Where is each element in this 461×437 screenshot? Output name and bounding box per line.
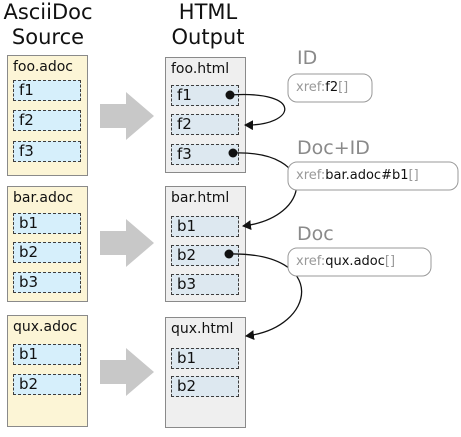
xref-kind-label: Doc+ID <box>297 137 370 159</box>
source-doc-foo: foo.adoc f1 f2 f3 <box>7 55 88 176</box>
conversion-arrow <box>100 219 154 267</box>
xref-link-arrow-doc-id <box>232 152 297 231</box>
output-doc-title: bar.html <box>171 190 230 206</box>
output-heading: HTML Output <box>160 0 256 50</box>
source-doc-title: bar.adoc <box>13 190 74 206</box>
output-fragment: b1 <box>171 348 239 369</box>
xref-macro: xref:bar.adoc#b1[] <box>296 168 419 183</box>
xref-target: f2 <box>325 80 339 95</box>
output-fragment: f3 <box>171 144 239 165</box>
output-heading-line-1: HTML <box>178 0 238 24</box>
output-fragment: b2 <box>171 376 239 397</box>
output-heading-line-2: Output <box>171 25 245 49</box>
source-doc-bar: bar.adoc b1 b2 b3 <box>7 186 88 302</box>
xref-tag-outline <box>287 247 432 277</box>
xref-prefix: xref: <box>296 168 326 183</box>
source-fragment: b1 <box>13 213 81 234</box>
source-fragment: b1 <box>13 344 81 365</box>
xref-macro: xref:qux.adoc[] <box>296 254 395 269</box>
source-fragment: f1 <box>13 80 81 101</box>
conversion-arrow <box>100 92 154 140</box>
source-doc-title: qux.adoc <box>13 319 78 335</box>
source-fragment: b3 <box>13 272 81 293</box>
output-fragment: f2 <box>171 114 239 135</box>
xref-link-arrow-id <box>229 93 286 131</box>
output-fragment: b3 <box>171 274 239 295</box>
xref-kind-label: ID <box>297 47 318 69</box>
source-fragment: b2 <box>13 242 81 263</box>
source-doc-title: foo.adoc <box>13 59 73 75</box>
source-fragment: f3 <box>13 141 81 162</box>
source-heading-line-1: AsciiDoc <box>3 0 93 24</box>
source-doc-qux: qux.adoc b1 b2 <box>7 315 88 427</box>
source-fragment: b2 <box>13 374 81 395</box>
output-fragment: f1 <box>171 85 239 106</box>
source-heading-line-2: Source <box>11 25 85 49</box>
output-fragment: b2 <box>171 245 239 266</box>
xref-kind-label: Doc <box>297 223 334 245</box>
xref-link-arrow-doc <box>228 253 303 341</box>
xref-tag-outline <box>287 161 459 191</box>
xref-prefix: xref: <box>296 254 326 269</box>
xref-tag-outline <box>287 73 373 103</box>
output-doc-bar: bar.html b1 b2 b3 <box>165 186 246 302</box>
output-fragment: b1 <box>171 216 239 237</box>
conversion-arrow <box>100 348 154 396</box>
xref-prefix: xref: <box>296 80 326 95</box>
xref-brackets: [] <box>408 168 419 183</box>
xref-target: bar.adoc#b1 <box>325 168 409 183</box>
output-doc-title: qux.html <box>171 321 234 337</box>
source-fragment: f2 <box>13 110 81 131</box>
output-doc-qux: qux.html b1 b2 <box>165 317 246 428</box>
output-doc-title: foo.html <box>171 61 230 77</box>
source-heading: AsciiDoc Source <box>0 0 96 50</box>
xref-macro: xref:f2[] <box>296 80 348 95</box>
xref-target: qux.adoc <box>325 254 385 269</box>
xref-brackets: [] <box>338 80 349 95</box>
xref-brackets: [] <box>384 254 396 269</box>
